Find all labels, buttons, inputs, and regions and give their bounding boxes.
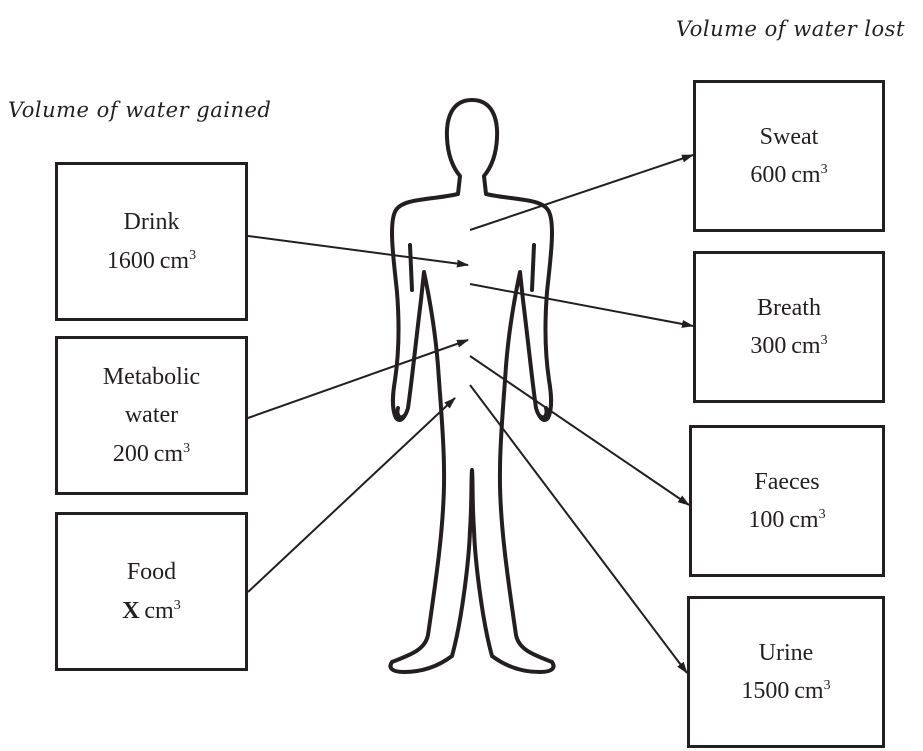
faeces-label: Faeces bbox=[754, 463, 819, 501]
box-breath: Breath 300 cm3 bbox=[693, 251, 885, 403]
food-value: X cm3 bbox=[122, 592, 180, 630]
metabolic-water-value: 200 cm3 bbox=[113, 435, 190, 473]
box-metabolic-water: Metabolic water 200 cm3 bbox=[55, 336, 248, 495]
drink-value: 1600 cm3 bbox=[107, 242, 196, 280]
box-faeces: Faeces 100 cm3 bbox=[689, 425, 885, 577]
box-drink: Drink 1600 cm3 bbox=[55, 162, 248, 321]
box-sweat: Sweat 600 cm3 bbox=[693, 80, 885, 232]
sweat-value: 600 cm3 bbox=[750, 156, 827, 194]
breath-value: 300 cm3 bbox=[750, 327, 827, 365]
urine-value: 1500 cm3 bbox=[741, 672, 830, 710]
metabolic-water-label-line1: Metabolic bbox=[103, 358, 200, 396]
box-urine: Urine 1500 cm3 bbox=[687, 596, 885, 748]
arrow-drink bbox=[248, 236, 468, 265]
arrow-breath bbox=[470, 284, 693, 326]
drink-label: Drink bbox=[124, 203, 180, 241]
urine-label: Urine bbox=[759, 634, 814, 672]
faeces-value: 100 cm3 bbox=[748, 501, 825, 539]
arrow-metabolic-water bbox=[248, 340, 468, 418]
breath-label: Breath bbox=[757, 289, 821, 327]
box-food: Food X cm3 bbox=[55, 512, 248, 671]
arrow-sweat bbox=[470, 155, 693, 230]
food-label: Food bbox=[127, 553, 176, 591]
arrow-food bbox=[248, 398, 455, 592]
sweat-label: Sweat bbox=[760, 118, 819, 156]
metabolic-water-label-line2: water bbox=[125, 396, 178, 434]
